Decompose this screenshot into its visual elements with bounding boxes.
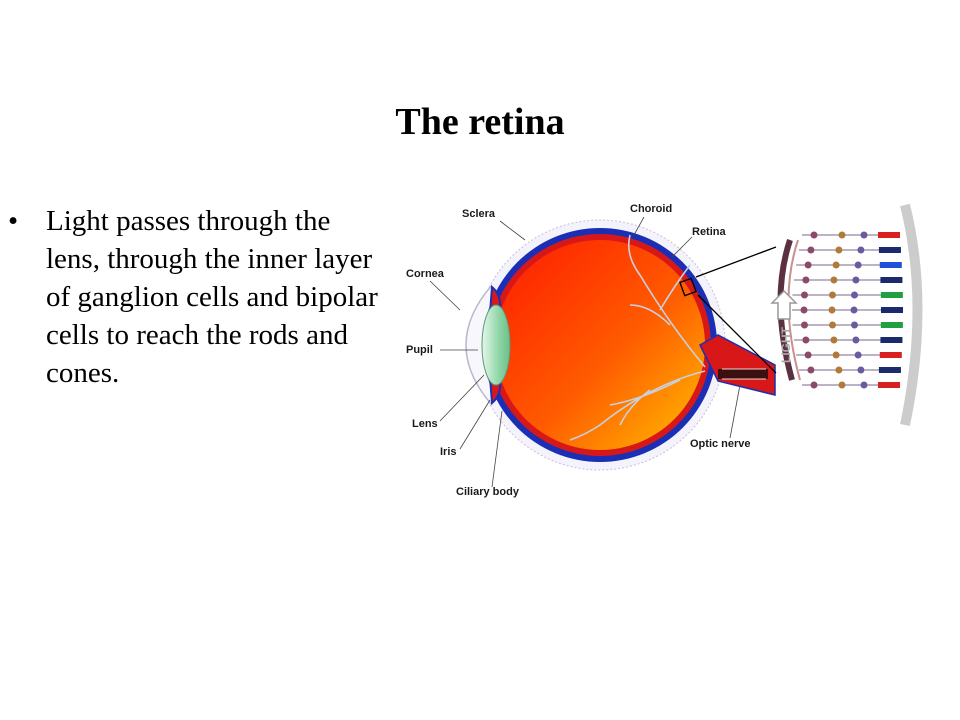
vitreous-body: [495, 240, 705, 450]
retina-neuron: [854, 351, 862, 359]
eye-diagram: LIGHT Sclera Choroid Retina Cornea Pupil…: [406, 203, 923, 498]
retina-neuron: [838, 381, 846, 389]
retina-neuron: [832, 261, 840, 269]
retina-cross-section: [777, 203, 923, 427]
retina-neuron: [854, 261, 862, 269]
rod-cell: [880, 277, 903, 283]
retina-neuron: [835, 366, 843, 374]
label-sclera: Sclera: [462, 208, 496, 220]
retina-neuron: [807, 366, 815, 374]
bullet-text: Light passes through the lens, through t…: [46, 205, 378, 389]
retina-neuron: [857, 246, 865, 254]
label-retina: Retina: [692, 226, 727, 238]
retina-neuron: [860, 231, 868, 239]
rod-cell: [878, 247, 901, 253]
label-pupil: Pupil: [406, 344, 433, 356]
cone-cell: [878, 382, 900, 388]
rod-cell: [878, 367, 901, 373]
rod-cell: [880, 337, 903, 343]
lens-shape: [481, 304, 511, 386]
retina-neuron: [828, 291, 836, 299]
retina-neuron: [835, 246, 843, 254]
zoom-line-bottom: [697, 294, 777, 374]
retina-neuron: [804, 351, 812, 359]
retina-neuron: [800, 306, 808, 314]
label-cornea: Cornea: [406, 268, 445, 280]
zoom-line-top: [695, 246, 777, 278]
retina-neuron: [800, 291, 808, 299]
retina-neuron: [802, 276, 810, 284]
cornea-shape: [465, 284, 493, 406]
label-iris: Iris: [440, 446, 457, 458]
retina-neuron: [860, 381, 868, 389]
cone-cell: [879, 262, 902, 268]
retina-neuron: [850, 321, 858, 329]
retina-neuron: [852, 336, 860, 344]
bullet-list: • Light passes through the lens, through…: [8, 202, 388, 392]
retina-neuron: [838, 231, 846, 239]
bullet-item: • Light passes through the lens, through…: [8, 202, 388, 392]
cone-cell: [878, 232, 900, 238]
retina-neuron: [828, 321, 836, 329]
retina-neuron: [850, 306, 858, 314]
cone-cell: [880, 292, 903, 298]
retina-neuron: [810, 381, 818, 389]
label-lens: Lens: [412, 418, 438, 430]
retina-neuron: [810, 231, 818, 239]
retina-neuron: [800, 321, 808, 329]
label-optic-nerve: Optic nerve: [690, 438, 751, 450]
label-ciliary-body: Ciliary body: [456, 486, 520, 498]
optic-nerve-shape: [699, 334, 776, 396]
bullet-dot: •: [8, 205, 19, 237]
retina-neuron: [832, 351, 840, 359]
retina-neuron: [857, 366, 865, 374]
retina-neuron: [850, 291, 858, 299]
light-arrow-icon: LIGHT: [770, 289, 798, 363]
retina-neuron: [828, 306, 836, 314]
light-label: LIGHT: [779, 326, 793, 363]
slide-title: The retina: [395, 101, 565, 143]
blood-vessels: [569, 234, 706, 441]
retina-detail-box: [679, 277, 697, 297]
rod-cell: [881, 307, 903, 313]
retina-neuron: [804, 261, 812, 269]
retina-neuron: [830, 336, 838, 344]
cone-cell: [880, 322, 903, 328]
retina-neuron: [807, 246, 815, 254]
cone-cell: [879, 352, 902, 358]
retina-neuron: [852, 276, 860, 284]
label-choroid: Choroid: [630, 203, 672, 215]
retina-neuron: [802, 336, 810, 344]
retina-neuron: [830, 276, 838, 284]
